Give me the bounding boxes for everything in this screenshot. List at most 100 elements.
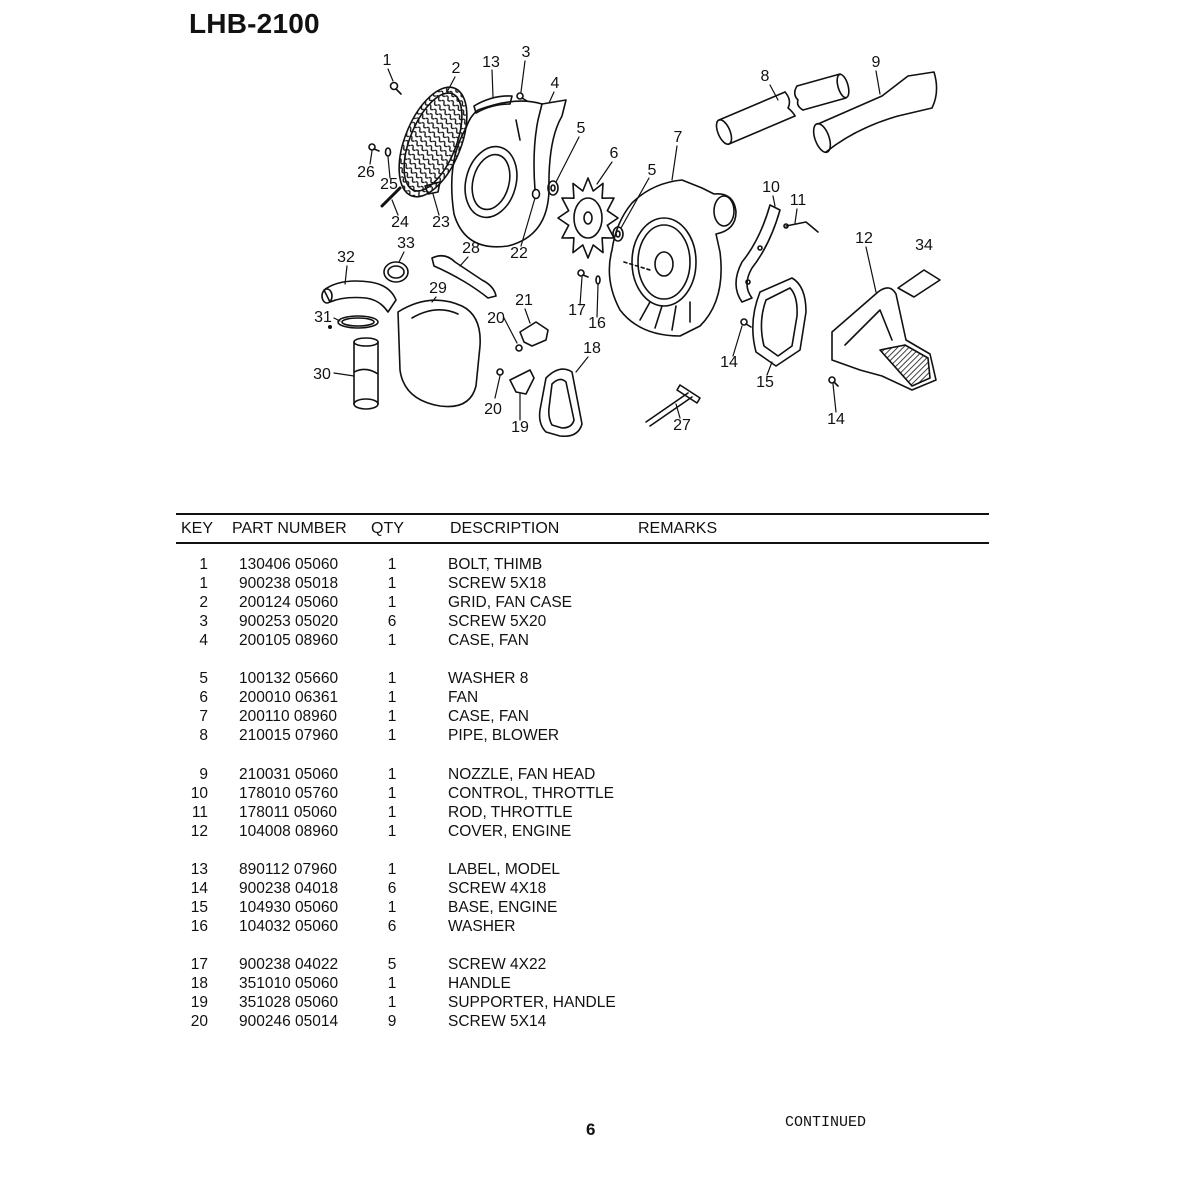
row-description: BASE, ENGINE — [448, 898, 558, 916]
callout-label: 21 — [515, 292, 533, 309]
throttle-rod-part — [783, 221, 819, 233]
model-label-part — [473, 95, 513, 114]
row-description: NOZZLE, FAN HEAD — [448, 765, 596, 783]
row-key: 11 — [191, 803, 208, 821]
row-key: 10 — [190, 784, 208, 802]
row-key: 16 — [190, 917, 208, 935]
row-qty: 1 — [387, 556, 397, 573]
continued-note: CONTINUED — [785, 1114, 867, 1131]
row-key: 4 — [199, 632, 208, 649]
callout-label: 18 — [583, 340, 601, 357]
blower-pipe-part — [715, 73, 850, 145]
callout-label: 23 — [432, 214, 450, 231]
row-qty: 1 — [387, 898, 397, 916]
row-part-number: 900238 04018 — [239, 879, 339, 897]
row-part-number: 900253 05020 — [239, 613, 339, 630]
row-description: WASHER 8 — [448, 670, 529, 688]
fan-impeller-part — [557, 177, 619, 259]
fan-case-rear-part — [608, 179, 737, 337]
row-key: 18 — [190, 975, 208, 993]
row-description: CASE, FAN — [448, 708, 529, 726]
row-part-number: 200124 05060 — [239, 594, 339, 611]
callout-label: 34 — [915, 237, 933, 254]
row-key: 5 — [199, 670, 208, 688]
row-key: 12 — [190, 822, 208, 840]
row-part-number: 104032 05060 — [239, 917, 339, 935]
plug-wrench-part — [645, 384, 701, 427]
handle-part — [538, 368, 583, 438]
exploded-parts-diagram: 1 2 13 3 4 8 9 5 6 7 5 26 25 24 23 22 10… — [313, 44, 941, 438]
row-qty: 6 — [387, 613, 397, 630]
row-part-number: 351010 05060 — [239, 975, 339, 993]
row-key: 8 — [199, 727, 208, 745]
row-description: ROD, THROTTLE — [448, 803, 573, 821]
row-qty: 1 — [387, 765, 397, 783]
parts-table-header: KEY PART NUMBER QTY DESCRIPTION REMARKS — [176, 513, 989, 544]
row-part-number: 900238 05018 — [239, 575, 339, 592]
row-description: SCREW 4X18 — [448, 879, 547, 897]
callout-label: 28 — [462, 240, 480, 257]
header-key: KEY — [181, 520, 214, 537]
row-description: LABEL, MODEL — [448, 860, 560, 878]
callout-label: 8 — [761, 68, 770, 85]
engine-screw-part-b — [828, 376, 839, 387]
washer-part-a — [547, 180, 559, 196]
screw-and-washer-parts — [577, 269, 601, 285]
header-part-number: PART NUMBER — [232, 520, 347, 537]
air-cover-part — [397, 299, 481, 408]
leader-lines — [333, 60, 881, 421]
callout-labels: 1 2 13 3 4 8 9 5 6 7 5 26 25 24 23 22 10… — [313, 44, 933, 436]
row-part-number: 900246 05014 — [239, 1013, 339, 1031]
callout-label: 12 — [855, 230, 873, 247]
callout-label: 33 — [397, 235, 415, 252]
row-qty: 1 — [387, 822, 397, 840]
callout-label: 19 — [511, 419, 529, 436]
header-qty: QTY — [371, 520, 404, 537]
row-key: 6 — [199, 689, 208, 707]
row-part-number: 200110 08960 — [239, 708, 337, 726]
row-key: 17 — [190, 956, 208, 974]
callout-label: 9 — [872, 54, 881, 71]
case-screw-part — [516, 92, 528, 102]
row-description: SCREW 5X20 — [448, 613, 547, 630]
callout-label: 5 — [648, 162, 657, 179]
fan-case-front-part — [450, 99, 567, 248]
callout-label: 29 — [429, 280, 447, 297]
gasket-strip-part — [431, 254, 497, 299]
callout-label: 14 — [720, 354, 738, 371]
row-qty: 1 — [387, 708, 397, 726]
fan-case-grid-part — [398, 86, 468, 198]
row-key: 13 — [190, 860, 208, 878]
bracket-part — [519, 321, 549, 347]
callout-label: 25 — [380, 176, 398, 193]
callout-label: 30 — [313, 366, 331, 383]
elbow-part — [321, 280, 397, 313]
callout-label: 22 — [510, 245, 528, 262]
row-qty: 1 — [387, 994, 397, 1012]
handle-supporter-part — [509, 369, 535, 395]
engine-base-part — [752, 277, 807, 367]
row-part-number: 104008 08960 — [239, 822, 339, 840]
engine-cover-part — [831, 287, 937, 391]
row-part-number: 200010 06361 — [239, 689, 339, 707]
row-key: 19 — [190, 994, 208, 1012]
row-qty: 1 — [387, 670, 397, 688]
callout-label: 13 — [482, 54, 500, 71]
grid-fastener-parts — [368, 143, 441, 208]
row-key: 1 — [199, 575, 208, 592]
callout-label: 3 — [522, 44, 531, 61]
callout-label: 11 — [790, 192, 807, 209]
